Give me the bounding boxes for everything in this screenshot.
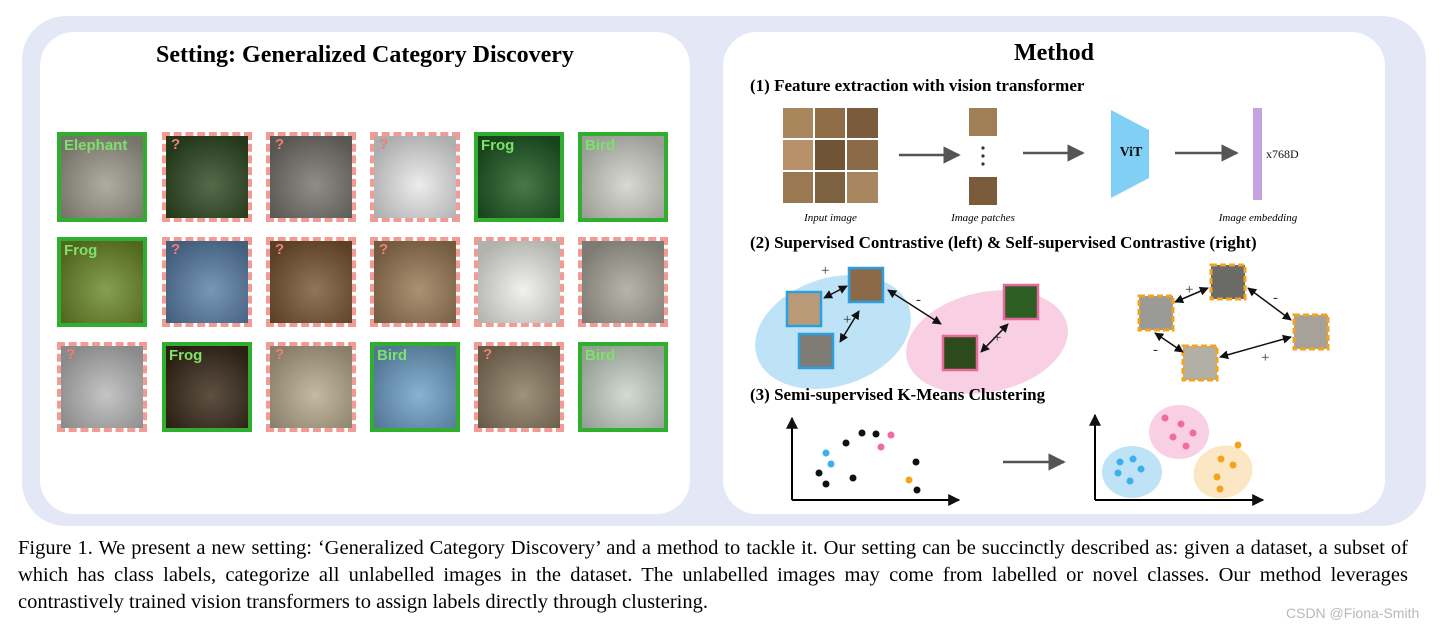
kitten-lying-image xyxy=(61,346,143,428)
class-label: Bird xyxy=(377,347,407,364)
vit-block xyxy=(1111,110,1149,198)
sign-plus-1: + xyxy=(821,263,830,279)
unknown-label: ? xyxy=(275,136,285,153)
step3-title: (3) Semi-supervised K-Means Clustering xyxy=(750,385,1046,404)
unknown-label: ? xyxy=(66,346,76,363)
elephant-savanna-image xyxy=(270,346,352,428)
image-tile-red-eyed-tree-frog: Frog xyxy=(162,342,252,432)
vit-label: ViT xyxy=(1119,145,1143,160)
image-tile-frog-on-branch: Frog xyxy=(57,237,147,327)
setting-panel: Setting: Generalized Category Discovery … xyxy=(40,32,690,514)
elephant-on-road-image xyxy=(61,136,143,218)
sign-minus-2: - xyxy=(1273,290,1278,306)
tiger-in-water-image xyxy=(166,241,248,323)
sleeping-puppy-image xyxy=(478,241,560,323)
unknown-label: ? xyxy=(275,346,285,363)
watermark: CSDN @Fiona-Smith xyxy=(1286,605,1420,621)
image-tile-sleeping-puppy xyxy=(474,237,564,327)
figure-caption: Figure 1. We present a new setting: ‘Gen… xyxy=(18,537,1408,613)
supcon-images xyxy=(785,266,1040,372)
class-label: Frog xyxy=(64,242,98,259)
image-tile-tree-frog-on-leaf: Frog xyxy=(474,132,564,222)
image-tile-tiger-on-tree: ? xyxy=(266,237,356,327)
image-tile-hummingbird-pink: ? xyxy=(370,132,460,222)
embedding-bar xyxy=(1253,108,1262,200)
grey-cat-face-image xyxy=(582,241,664,323)
step2-title: (2) Supervised Contrastive (left) & Self… xyxy=(750,233,1257,252)
unknown-label: ? xyxy=(275,241,285,258)
image-tile-tiger-in-water: ? xyxy=(162,237,252,327)
image-embedding-caption: Image embedding xyxy=(1218,212,1298,224)
image-tile-elephant-head: ? xyxy=(370,237,460,327)
selfsup-images xyxy=(1137,263,1330,382)
image-tile-hummingbird-perched: Bird xyxy=(578,342,668,432)
class-label: Elephant xyxy=(64,137,128,154)
method-panel: Method (1) Feature extraction with visio… xyxy=(723,32,1385,514)
tiger-on-tree-image xyxy=(270,241,352,323)
unknown-label: ? xyxy=(171,136,181,153)
patch-2 xyxy=(969,177,997,205)
hummingbird-pink-image xyxy=(374,136,456,218)
elephant-head-image xyxy=(374,241,456,323)
input-image-caption: Input image xyxy=(804,212,857,224)
image-patches-caption: Image patches xyxy=(951,212,1015,224)
image-tile-kitten-lying: ? xyxy=(57,342,147,432)
sign-plus-2: + xyxy=(843,312,852,328)
unknown-label: ? xyxy=(379,241,389,258)
class-label: Bird xyxy=(585,137,615,154)
image-tile-elephant-on-road: Elephant xyxy=(57,132,147,222)
class-label: Frog xyxy=(481,137,515,154)
tree-frog-on-leaf-image xyxy=(478,136,560,218)
sign-minus-1: - xyxy=(916,292,921,308)
method-diagram xyxy=(755,108,1330,506)
image-tile-hummingbird-flying: Bird xyxy=(370,342,460,432)
unknown-label: ? xyxy=(483,346,493,363)
unknown-label: ? xyxy=(171,241,181,258)
hummingbird-perched-image xyxy=(582,346,664,428)
red-eyed-tree-frog-image xyxy=(166,346,248,428)
patch-1 xyxy=(969,108,997,136)
input-image-grid xyxy=(783,108,878,203)
kmeans-plot-left xyxy=(786,416,961,506)
hummingbird-on-leaf-image xyxy=(582,136,664,218)
image-tile-elephant-walking: ? xyxy=(474,342,564,432)
image-tile-elephant-skin-closeup: ? xyxy=(266,132,356,222)
image-tile-grey-cat-face xyxy=(578,237,668,327)
sign-plus-5: + xyxy=(1261,350,1270,366)
class-label: Bird xyxy=(585,347,615,364)
image-tile-elephant-savanna: ? xyxy=(266,342,356,432)
elephant-skin-closeup-image xyxy=(270,136,352,218)
sign-plus-3: + xyxy=(993,330,1002,346)
unknown-label: ? xyxy=(379,136,389,153)
kmeans-plot-right xyxy=(1089,405,1265,506)
hummingbird-flying-image xyxy=(374,346,456,428)
elephant-walking-image xyxy=(478,346,560,428)
image-tile-hummingbird-on-leaf: Bird xyxy=(578,132,668,222)
step1-title: (1) Feature extraction with vision trans… xyxy=(750,76,1085,95)
image-tile-hummingbird-green: ? xyxy=(162,132,252,222)
sign-minus-3: - xyxy=(1153,342,1158,358)
sign-plus-4: + xyxy=(1185,282,1194,298)
hummingbird-green-image xyxy=(166,136,248,218)
method-title: Method xyxy=(1014,40,1094,66)
class-label: Frog xyxy=(169,347,203,364)
setting-title: Setting: Generalized Category Discovery xyxy=(156,42,574,68)
embedding-dim-label: x768D xyxy=(1266,147,1299,161)
frog-on-branch-image xyxy=(61,241,143,323)
